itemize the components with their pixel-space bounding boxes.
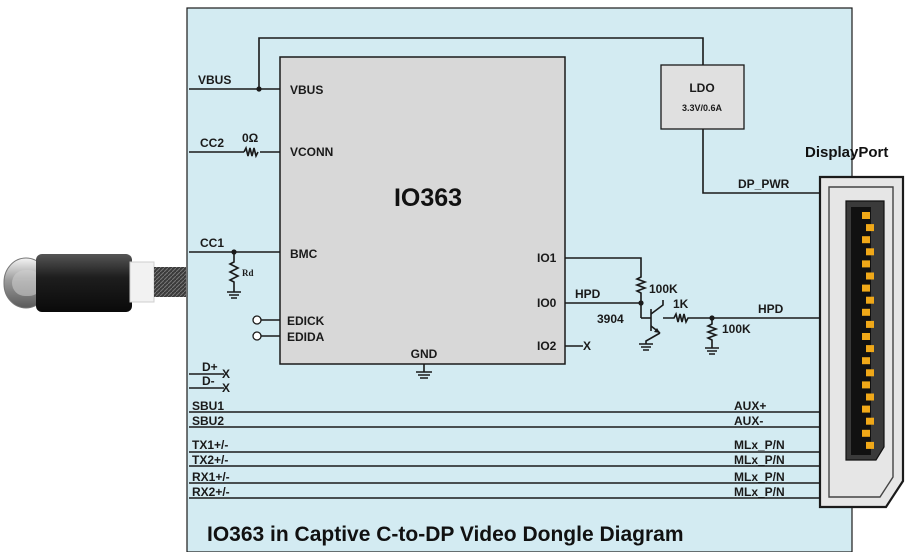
- displayport-pin: [862, 381, 870, 389]
- label-ml4: MLx_P/N: [734, 485, 785, 499]
- io0-hpd-net: [565, 300, 644, 318]
- label-rd: Rd: [242, 268, 254, 278]
- label-aux-p: AUX+: [734, 399, 766, 413]
- displayport-pin: [866, 272, 874, 280]
- displayport-pin: [862, 308, 870, 316]
- displayport-pin: [862, 212, 870, 219]
- label-rx1: RX1+/-: [192, 470, 230, 484]
- label-sbu1: SBU1: [192, 399, 224, 413]
- edid-terminals: [252, 315, 280, 341]
- pin-edida: EDIDA: [287, 330, 325, 344]
- displayport-pin: [866, 369, 874, 377]
- usb2-lines: [189, 373, 224, 389]
- label-pulldown-100k: 100K: [722, 322, 751, 336]
- high-speed-lines: [189, 451, 820, 499]
- label-hpd-io0: HPD: [575, 287, 601, 301]
- dplus-no-connect: X: [222, 367, 230, 381]
- displayport-pin: [862, 284, 870, 292]
- pin-vbus: VBUS: [290, 83, 323, 97]
- displayport-pin: [866, 248, 874, 256]
- chip-name: IO363: [394, 184, 462, 212]
- displayport-pin: [862, 333, 870, 340]
- label-3904: 3904: [597, 312, 624, 326]
- pin-io2: IO2: [537, 339, 557, 353]
- transistor-3904-icon: [639, 300, 712, 351]
- displayport-pin: [866, 441, 874, 449]
- hpd-dp-net: [705, 315, 820, 355]
- pin-io1: IO1: [537, 251, 557, 265]
- io1-net: [565, 257, 648, 304]
- vbus-net: [189, 37, 704, 92]
- label-cc1: CC1: [200, 236, 224, 250]
- displayport-pin: [862, 236, 870, 244]
- label-dp-pwr: DP_PWR: [738, 177, 790, 191]
- ldo-name: LDO: [689, 81, 714, 95]
- displayport-pin: [866, 296, 874, 304]
- displayport-pin: [866, 320, 874, 328]
- label-dminus: D-: [202, 374, 215, 388]
- sbu-aux-lines: [189, 411, 820, 428]
- label-pullup-100k: 100K: [649, 282, 678, 296]
- displayport-connector-icon: [818, 175, 905, 509]
- cc2-net: [189, 145, 280, 159]
- ldo-rating: 3.3V/0.6A: [682, 103, 723, 113]
- label-ml3: MLx_P/N: [734, 470, 785, 484]
- displayport-pin: [866, 224, 874, 232]
- label-sbu2: SBU2: [192, 414, 224, 428]
- displayport-pin: [862, 405, 870, 413]
- displayport-pins: [862, 212, 874, 449]
- io2-no-connect: X: [583, 339, 591, 353]
- displayport-pin: [862, 260, 870, 268]
- label-dplus: D+: [202, 360, 218, 374]
- label-tx2: TX2+/-: [192, 453, 228, 467]
- label-rx2: RX2+/-: [192, 485, 230, 499]
- pin-gnd: GND: [411, 347, 438, 361]
- ldo-box: [660, 64, 745, 130]
- label-cc2: CC2: [200, 136, 224, 150]
- usb-c-cable-icon: [3, 254, 186, 312]
- pin-edick: EDICK: [287, 314, 325, 328]
- label-ml2: MLx_P/N: [734, 453, 785, 467]
- label-vbus: VBUS: [198, 73, 231, 87]
- label-0-ohm: 0Ω: [242, 131, 259, 145]
- displayport-pin: [862, 357, 870, 365]
- displayport-pin: [866, 345, 874, 353]
- label-hpd-dp: HPD: [758, 302, 784, 316]
- label-aux-n: AUX-: [734, 414, 763, 428]
- label-1k: 1K: [673, 297, 689, 311]
- cc1-net: [189, 249, 280, 299]
- pin-vconn: VCONN: [290, 145, 333, 159]
- diagram-title: IO363 in Captive C-to-DP Video Dongle Di…: [207, 523, 684, 546]
- dp-pwr-net: [702, 129, 820, 194]
- dminus-no-connect: X: [222, 381, 230, 395]
- io363-chip: [279, 56, 566, 365]
- displayport-pin: [862, 429, 870, 437]
- pin-io0: IO0: [537, 296, 557, 310]
- displayport-pin: [866, 417, 874, 425]
- chip-ground-symbol: [416, 364, 432, 379]
- label-ml1: MLx_P/N: [734, 438, 785, 452]
- label-tx1: TX1+/-: [192, 438, 228, 452]
- pin-bmc: BMC: [290, 247, 318, 261]
- displayport-title: DisplayPort: [805, 144, 888, 161]
- displayport-pin: [866, 393, 874, 401]
